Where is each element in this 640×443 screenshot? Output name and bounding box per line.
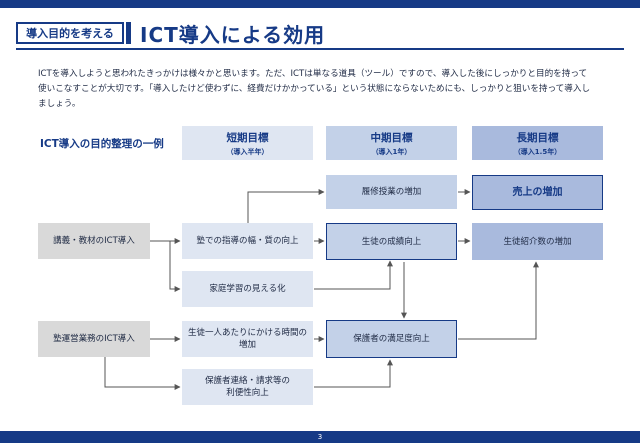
bottom-accent-bar: 3: [0, 431, 640, 443]
mid-grade-improvement: 生徒の成績向上: [326, 223, 457, 260]
header-short-term: 短期目標 （導入半年）: [182, 126, 313, 160]
page-number: 3: [317, 433, 323, 441]
mid-parent-satisfaction: 保護者の満足度向上: [326, 320, 457, 358]
top-accent-bar: [0, 0, 640, 8]
short-contact-line-1: 保護者連絡・請求等の: [204, 376, 290, 386]
long-sales-increase: 売上の増加: [472, 175, 603, 210]
header-mid-sub: （導入1年）: [371, 147, 412, 156]
intro-line-3: ましょう。: [38, 99, 81, 109]
arrow-homestudy-grades: [314, 260, 393, 290]
intro-line-2: 使いこなすことが大切です。「導入したけど使わずに、経費だけかかっている」という状…: [38, 84, 591, 94]
page-title: ICT導入による効用: [140, 23, 326, 47]
arrow-teaching-homestudy: [169, 241, 181, 292]
short-contact-line-2: 利便性向上: [226, 388, 269, 398]
arrow-instruction-classes: [247, 189, 325, 228]
arrow-contact-satisfaction: [314, 359, 393, 388]
title-rule: [16, 48, 624, 50]
header-short-title: 短期目標: [226, 131, 269, 144]
long-referral-increase: 生徒紹介数の増加: [472, 223, 603, 260]
short-instruction-quality: 塾での指導の幅・質の向上: [182, 223, 313, 259]
title-accent: [126, 22, 131, 44]
short-time-line-1: 生徒一人あたりにかける時間の: [187, 328, 307, 338]
arrow-operations-contact: [104, 357, 181, 390]
section-tag: 導入目的を考える: [16, 22, 124, 44]
short-time-line-2: 増加: [238, 340, 256, 350]
source-operations: 塾運営業務のICT導入: [38, 321, 150, 357]
intro-line-1: ICTを導入しようと思われたきっかけは様々かと思います。ただ、ICTは単なる道具…: [38, 69, 588, 79]
short-home-study: 家庭学習の見える化: [182, 271, 313, 307]
mid-more-classes: 履修授業の増加: [326, 175, 457, 209]
short-time-per-student: 生徒一人あたりにかける時間の 増加: [182, 321, 313, 357]
header-short-sub: （導入半年）: [226, 147, 269, 156]
header-long-title: 長期目標: [516, 131, 559, 144]
diagram-subtitle: ICT導入の目的整理の一例: [40, 138, 164, 150]
source-teaching: 講義・教材のICT導入: [38, 223, 150, 259]
intro-text: ICTを導入しようと思われたきっかけは様々かと思います。ただ、ICTは単なる道具…: [38, 67, 610, 112]
short-parent-contact: 保護者連絡・請求等の 利便性向上: [182, 369, 313, 405]
header-mid-term: 中期目標 （導入1年）: [326, 126, 457, 160]
header-long-term: 長期目標 （導入1.5年）: [472, 126, 603, 160]
header-long-sub: （導入1.5年）: [513, 147, 562, 156]
header-mid-title: 中期目標: [370, 131, 413, 144]
arrow-satisfaction-referrals: [458, 261, 539, 340]
